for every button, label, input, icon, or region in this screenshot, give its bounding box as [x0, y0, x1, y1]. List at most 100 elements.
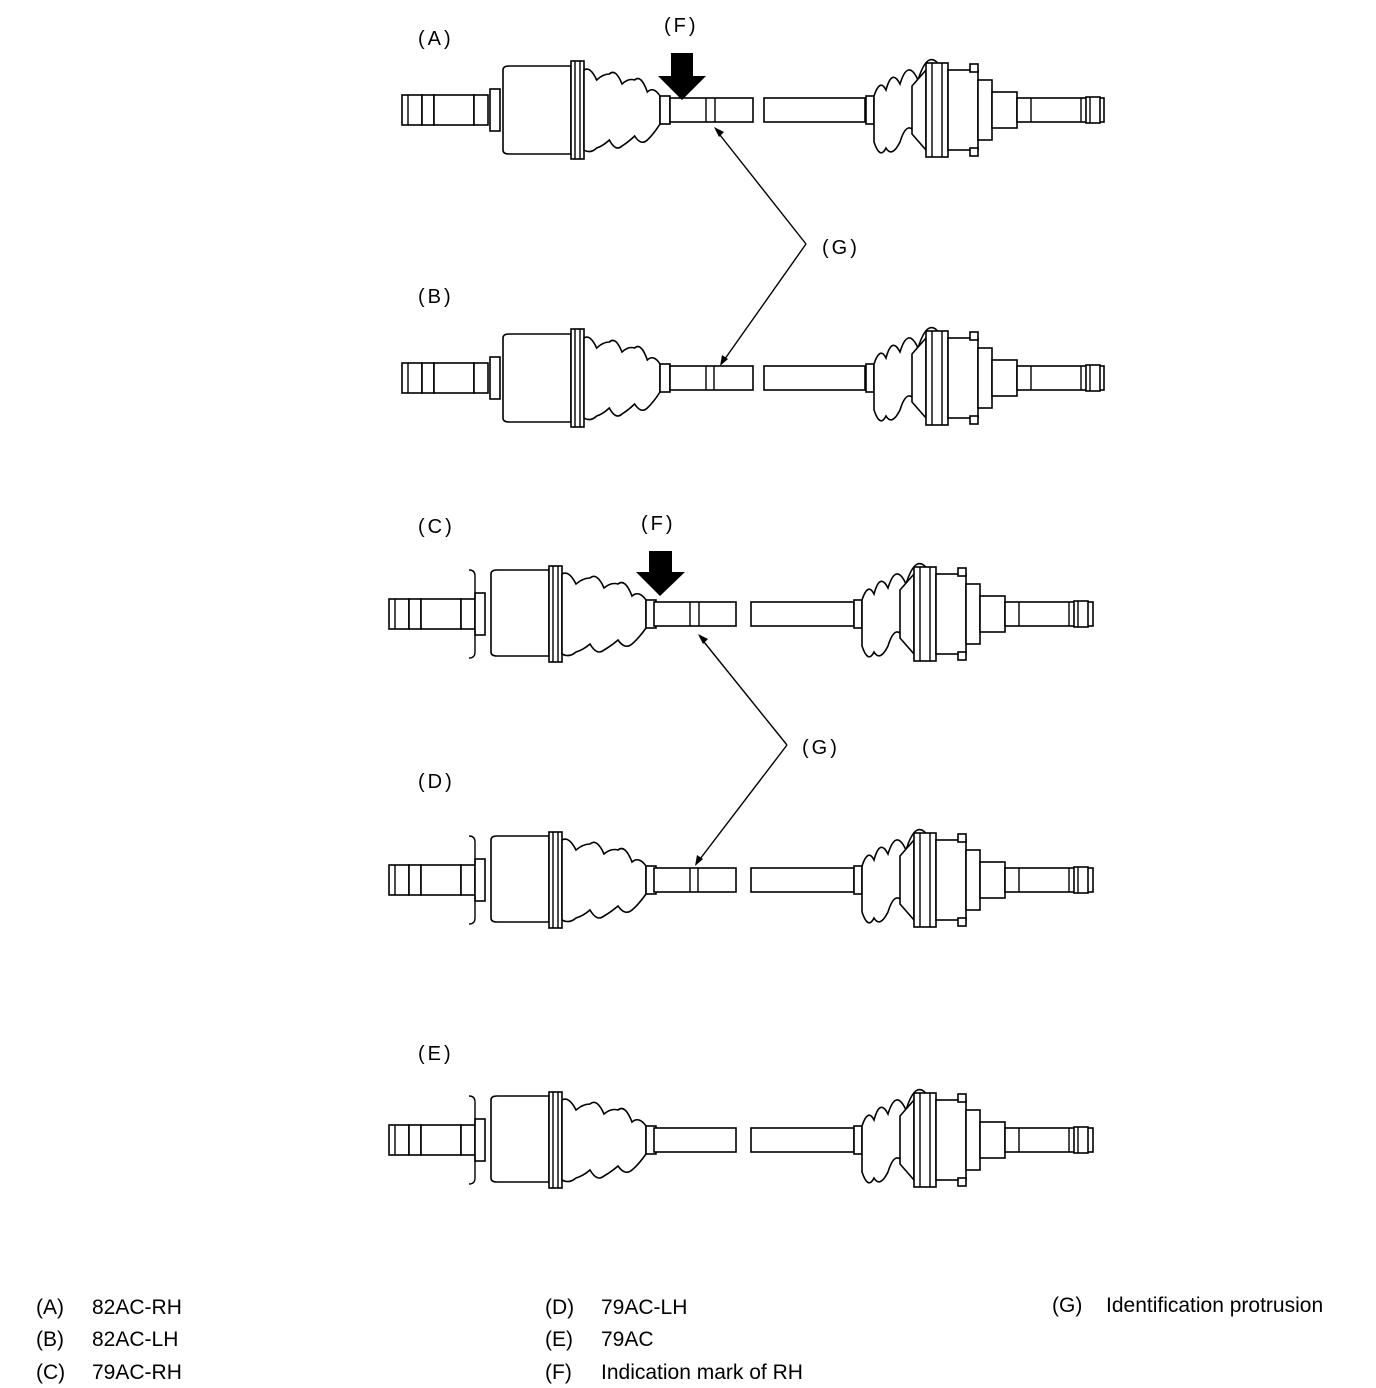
- shaft-c: [388, 562, 1094, 663]
- hub-flange: [965, 849, 981, 911]
- outer-joint-housing: [935, 573, 967, 655]
- bracket-upper: [468, 569, 476, 598]
- shaft-b: [401, 326, 1105, 428]
- outer-joint-housing: [947, 69, 979, 151]
- legend-key-d: (D): [545, 1296, 574, 1319]
- housing-lug-top: [957, 567, 967, 577]
- outer-boot-clamp: [853, 599, 863, 629]
- legend-text-g: Identification protrusion: [1106, 1294, 1323, 1317]
- hub-flange: [965, 583, 981, 645]
- spline-neck: [421, 362, 435, 394]
- spline-section: [420, 864, 462, 896]
- legend-key-e: (E): [545, 1328, 573, 1351]
- inner-boot-band: [548, 565, 563, 663]
- inner-boot: [561, 838, 647, 923]
- inner-boot-band: [570, 328, 585, 428]
- hub-neck: [991, 359, 1018, 397]
- shaft-tip: [401, 94, 423, 126]
- flange: [474, 592, 486, 636]
- inner-boot: [583, 336, 661, 421]
- legend-key-g: (G): [1052, 1294, 1082, 1317]
- inner-joint-housing: [490, 835, 550, 923]
- shaft-outer-half: [750, 867, 855, 893]
- spline-neck: [408, 1124, 422, 1156]
- callout-g-leader-top: [714, 127, 807, 366]
- inner-joint-housing: [502, 333, 572, 423]
- bracket-lower: [468, 630, 476, 659]
- shaft-d: [388, 828, 1094, 929]
- legend-text-d: 79AC-LH: [601, 1296, 687, 1319]
- inner-boot-band: [570, 60, 585, 160]
- flange: [474, 858, 486, 902]
- flange: [474, 1118, 486, 1162]
- flange: [489, 88, 501, 132]
- outer-joint-housing: [935, 1099, 967, 1181]
- shaft-outer-half: [763, 365, 866, 391]
- outer-boot-band: [925, 330, 949, 426]
- inner-joint-housing: [490, 569, 550, 657]
- legend-item-g: (G) Identification protrusion: [1052, 1294, 1323, 1317]
- spline-neck: [421, 94, 435, 126]
- stub-thread: [1085, 96, 1101, 124]
- callout-f-label-bottom: (F): [641, 513, 676, 535]
- hub-neck: [991, 91, 1018, 129]
- stub-thread: [1073, 866, 1089, 894]
- spline-section: [420, 1124, 462, 1156]
- housing-lug-top: [969, 63, 979, 73]
- legend-item-b: (B) 82AC-LH: [36, 1328, 178, 1351]
- hub-neck: [979, 861, 1006, 899]
- boot-clamp: [659, 363, 671, 393]
- shaft-label-d: (D): [418, 771, 455, 793]
- legend-item-f: (F) Indication mark of RH: [545, 1361, 803, 1384]
- housing-lug-bottom: [957, 651, 967, 661]
- callout-g-label-bottom: (G): [802, 737, 840, 759]
- shaft-e: [388, 1088, 1094, 1189]
- inner-joint-housing: [502, 65, 572, 155]
- housing-lug-top: [957, 1093, 967, 1103]
- housing-lug-bottom: [969, 415, 979, 425]
- inner-boot: [583, 68, 661, 153]
- shaft-tip: [388, 598, 410, 630]
- shaft-inner-half: [653, 867, 737, 893]
- shaft-outer-half: [750, 601, 855, 627]
- legend-item-c: (C) 79AC-RH: [36, 1361, 182, 1384]
- shaft-label-c: (C): [418, 516, 455, 538]
- outer-boot-clamp: [853, 1125, 863, 1155]
- spline-neck: [408, 864, 422, 896]
- hub-flange: [977, 79, 993, 141]
- housing-lug-top: [957, 833, 967, 843]
- legend: (A) 82AC-RH (B) 82AC-LH (C) 79AC-RH (D) …: [36, 1294, 1323, 1384]
- outer-joint-housing: [947, 337, 979, 419]
- legend-text-a: 82AC-RH: [92, 1296, 182, 1319]
- bracket-lower: [468, 896, 476, 925]
- callout-g-label-top: (G): [822, 237, 860, 259]
- legend-text-f: Indication mark of RH: [601, 1361, 803, 1384]
- housing-lug-top: [969, 331, 979, 341]
- bracket-upper: [468, 1095, 476, 1124]
- outer-joint-housing: [935, 839, 967, 921]
- outer-boot-band: [913, 832, 937, 928]
- legend-text-c: 79AC-RH: [92, 1361, 182, 1384]
- shaft-tip: [401, 362, 423, 394]
- outer-boot-band: [925, 62, 949, 158]
- spline-section: [433, 362, 475, 394]
- hub-flange: [977, 347, 993, 409]
- hub-neck: [979, 595, 1006, 633]
- inner-boot-band: [548, 1091, 563, 1189]
- shaft-tip: [388, 864, 410, 896]
- inner-boot-band: [548, 831, 563, 929]
- shaft-label-a: (A): [418, 28, 454, 50]
- legend-item-d: (D) 79AC-LH: [545, 1296, 687, 1319]
- inner-boot: [561, 1098, 647, 1183]
- stub-thread: [1085, 364, 1101, 392]
- indication-mark-arrow-top: [658, 53, 706, 100]
- shaft-label-e: (E): [418, 1043, 454, 1065]
- legend-key-a: (A): [36, 1296, 64, 1319]
- indication-mark-arrow-bottom: [636, 551, 685, 596]
- stub-thread: [1073, 600, 1089, 628]
- spline-section: [420, 598, 462, 630]
- outer-boot-clamp: [865, 363, 875, 393]
- spline-section: [433, 94, 475, 126]
- housing-lug-bottom: [957, 917, 967, 927]
